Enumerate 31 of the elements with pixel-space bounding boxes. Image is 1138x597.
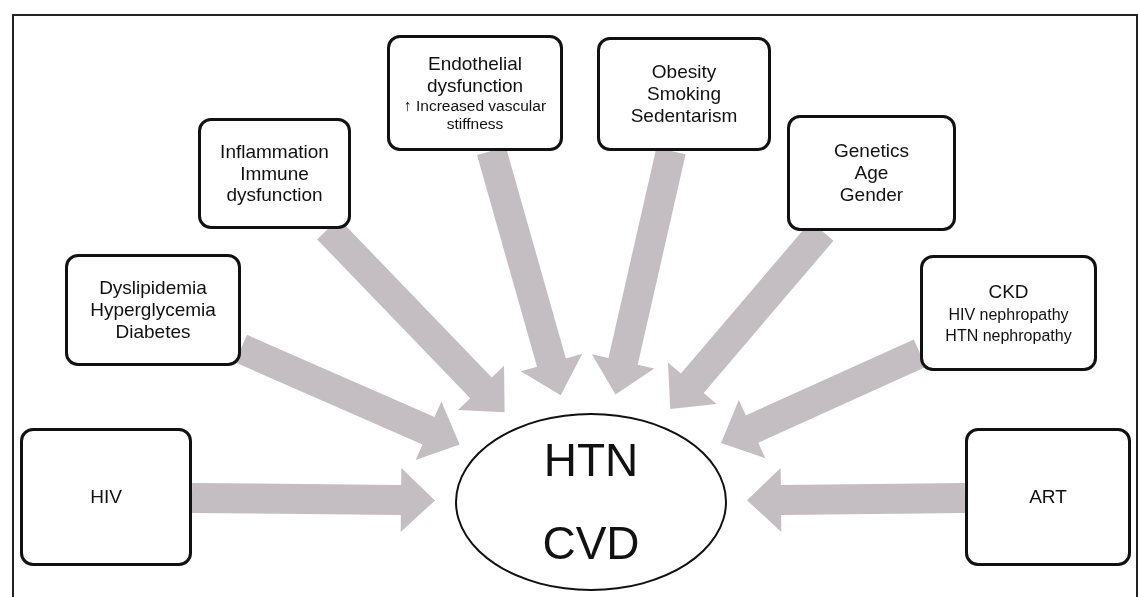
node-text: Gender xyxy=(839,183,904,206)
factor-box xyxy=(20,428,192,566)
factor-box xyxy=(387,35,563,151)
node-text: HTN nephropathy xyxy=(945,326,1072,346)
node-text: Diabetes xyxy=(115,320,191,343)
node-text: Inflammation xyxy=(220,140,329,163)
factor-box xyxy=(65,254,241,366)
node-text: HTN xyxy=(543,434,639,487)
block-arrow xyxy=(747,467,966,532)
node-text: Smoking xyxy=(647,83,721,105)
block-arrow xyxy=(191,468,435,533)
block-arrow xyxy=(235,334,460,461)
node-text: CVD xyxy=(542,517,640,570)
factor-box xyxy=(597,37,771,151)
factor-box xyxy=(965,428,1131,566)
factor-box xyxy=(920,255,1097,371)
node-text: Endothelial dysfunction xyxy=(425,53,525,98)
node-text: Hyperglycemia xyxy=(90,299,216,321)
node-text: HIV nephropathy xyxy=(948,305,1069,324)
node-text: ↑ Increased vascular stiffness xyxy=(402,97,548,133)
factor-box xyxy=(198,118,351,229)
node-text: CKD xyxy=(988,280,1029,303)
factor-box xyxy=(787,115,956,231)
node-text: Obesity xyxy=(651,61,717,84)
node-text: Genetics xyxy=(834,140,909,163)
node-text: HIV xyxy=(90,486,122,508)
node-text: Dyslipidemia xyxy=(99,277,207,300)
node-text: Immune dysfunction xyxy=(225,162,324,207)
node-text: Sedentarism xyxy=(630,104,738,127)
node-text: ART xyxy=(1029,486,1067,508)
node-text: Age xyxy=(854,162,889,184)
